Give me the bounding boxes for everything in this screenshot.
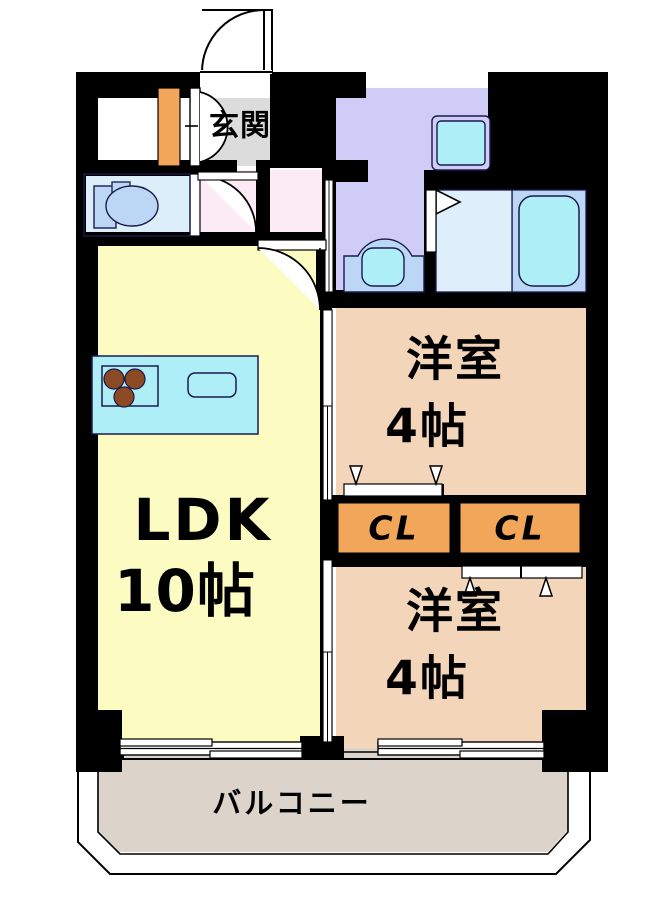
sliding-partition-ldk-bedroom-lower[interactable] [322, 559, 333, 743]
wall-washroom-bottom [330, 290, 588, 308]
label-genkan: 玄関 [209, 109, 271, 144]
sliding-partition-ldk-bedroom[interactable] [322, 309, 333, 501]
closet-left-fill [337, 502, 451, 554]
kitchen-counter [91, 355, 259, 435]
label-bedroom-upper-line1: 洋室 [406, 333, 504, 388]
stove-burner-2 [124, 368, 146, 390]
balcony-inner-rail [97, 751, 569, 855]
wall-top-right-block [488, 72, 588, 188]
shoe-cabinet [157, 87, 181, 167]
stove-burner-1 [103, 368, 125, 390]
wall-closet-divider [450, 495, 460, 567]
balcony-outer-rail [77, 758, 591, 875]
ldk-door[interactable] [257, 239, 327, 311]
wall-bottom-edge-a [98, 752, 124, 760]
wall-top-genkan-right [270, 72, 336, 168]
bathtub [425, 188, 587, 293]
wall-closet-right-end [580, 495, 590, 567]
label-balcony: バルコニー [212, 786, 371, 820]
closet-door-markers-lower [461, 565, 583, 597]
room-balcony-fill [98, 745, 568, 852]
label-bedroom-lower-line1: 洋室 [406, 585, 504, 640]
wall-bottom-mid [300, 736, 344, 759]
entrance-door-group[interactable] [200, 9, 273, 98]
wall-right-upper [586, 72, 608, 298]
entrance-door-arc [201, 9, 265, 73]
label-bedroom-lower-line2: 4帖 [385, 652, 469, 707]
room-ldk-fill [97, 238, 322, 753]
closet-right-fill [459, 502, 581, 554]
label-closet-left: CL [368, 509, 419, 548]
label-bedroom-upper-line2: 4帖 [385, 400, 469, 455]
toilet-fixture [83, 173, 191, 237]
sliding-door-washroom[interactable] [324, 179, 334, 293]
wall-left-mid [76, 174, 86, 240]
wall-left-upper [76, 72, 98, 176]
sliding-door-ldk-balcony[interactable] [119, 738, 303, 759]
wall-bottom-right [542, 745, 608, 759]
wall-left-lower [76, 238, 98, 710]
entrance-door-leaf [263, 9, 273, 73]
label-ldk-line1: LDK [133, 486, 272, 554]
washing-machine-space [431, 115, 491, 171]
wall-bedroom-right-upper [586, 298, 608, 498]
label-ldk-line2: 10帖 [114, 557, 256, 625]
wall-closet-left-end [330, 495, 338, 567]
wall-right-column [542, 710, 608, 772]
stove-burner-3 [113, 386, 135, 408]
label-closet-right: CL [494, 509, 545, 548]
genkan-inner-door[interactable] [185, 87, 229, 167]
vanity-sink [343, 238, 425, 293]
closet-door-markers-upper [343, 465, 444, 497]
wall-corridor-left [256, 160, 270, 238]
toilet-door[interactable] [189, 171, 259, 237]
toilet-bowl [105, 185, 159, 227]
sliding-door-bedroom-balcony[interactable] [377, 738, 545, 759]
wall-washroom-topnotch [322, 160, 368, 182]
wall-bath-top [424, 170, 596, 190]
wall-left-column [76, 710, 122, 772]
room-bedroom-upper-fill [336, 303, 586, 495]
kitchen-sink [187, 372, 237, 398]
